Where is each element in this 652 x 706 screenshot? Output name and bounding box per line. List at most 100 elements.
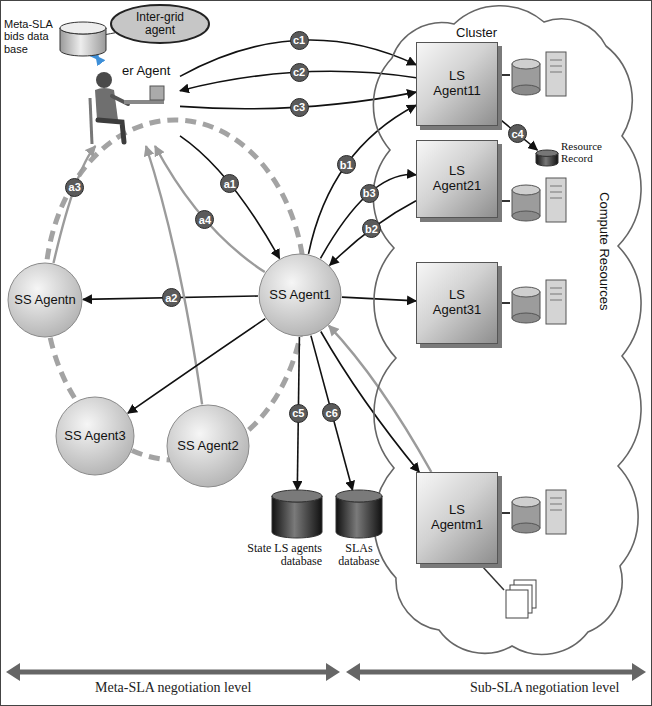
level-arrow [18,670,328,675]
arrow-head [326,663,340,681]
cylinder-top [336,490,382,502]
callout-number: c1 [290,31,309,50]
link-line [498,302,510,304]
desk [124,100,164,104]
document-stack [482,566,536,618]
torso [95,88,118,120]
callout-number: c3 [290,98,309,117]
head [96,72,112,88]
level-label: Sub-SLA negotiation level [470,680,619,696]
chair [90,98,92,144]
page [506,590,528,618]
ss-agent-circle: SS Agent1 [258,253,342,337]
database-cylinder-outline [60,22,106,56]
database-cylinder: Meta-SLA bids data base [60,22,106,56]
circle-outline [259,254,341,336]
ls-agent-box: LS Agent21 [416,140,498,218]
database-cylinder: SLAs database [336,490,382,538]
node-text: Meta-SLA bids data base [4,18,58,55]
database-cylinder: State LS agents database [272,490,322,538]
connector-arrow [329,326,432,472]
callout-number: a2 [162,288,181,307]
database-cylinder-outline [336,490,382,538]
connector-arrow [342,297,416,301]
callout-number: c4 [508,124,527,143]
circle-outline [56,397,134,475]
node-text: SS Agent2 [177,439,238,454]
ls-agent-box: LS Agent11 [416,42,498,126]
node-text: State LS agents database [230,542,322,569]
cylinder-top [536,150,558,156]
level-label: Meta-SLA negotiation level [95,680,251,696]
monitor [150,86,164,100]
connector-arrow [309,105,417,254]
ss-agent-circle: SS Agent2 [166,404,250,488]
level-arrow [358,670,634,675]
cluster-cloud: ClusterCompute Resources LS Agent11Resour… [344,6,650,658]
arrow-head [346,663,360,681]
callout-number: b1 [337,155,356,174]
ls-agent-box: LS Agentm1 [416,472,498,564]
connector-arrow [321,175,417,259]
level-arrows [6,663,646,681]
connector-arrow [498,118,537,150]
legs [98,120,124,142]
node-text: SLAs database [332,542,386,569]
ellipse-outline [111,5,209,43]
database-cylinder-outline [272,490,322,538]
node-text: LS Agentm1 [429,503,485,532]
callout-number: a4 [195,210,214,229]
callout-number: b2 [362,219,381,238]
agent-ellipse: Inter-grid agent [110,4,210,44]
server-icon [512,280,566,324]
server-icon [512,52,566,96]
ss-agent-circle: SS Agentn [7,262,83,338]
node-text: Resource Record [561,140,623,165]
cylinder-top [60,22,106,34]
node-text: LS Agent31 [429,288,485,317]
callout-number: c6 [322,403,341,422]
connector-arrow [311,336,353,490]
record-cylinder: Resource Record [536,150,558,166]
node-text: Cluster [456,26,516,40]
connector-arrow [106,33,115,35]
callout-number: a1 [220,174,239,193]
node-text: Inter-grid agent [123,11,197,38]
link-line [482,566,504,590]
connector-arrow [96,56,99,60]
node-text: er Agent [122,64,180,79]
ls-agent-box: LS Agent31 [416,262,498,344]
link-line [498,74,510,76]
node-text: SS Agentn [14,293,75,308]
connector-arrow [146,146,202,404]
user-figure [90,72,164,144]
callout-number: c5 [289,404,308,423]
link-line [498,512,510,514]
node-text: LS Agent21 [429,164,485,193]
connector-arrow [321,332,419,473]
node-text: SS Agent3 [64,429,125,444]
server-icon [512,178,566,222]
circle-outline [167,405,249,487]
node-text: LS Agent11 [429,69,485,98]
callout-number: b3 [360,184,379,203]
circle-outline [8,263,82,337]
node-text: SS Agent1 [269,288,330,303]
arrow-head [632,663,646,681]
connector-arrow [330,201,416,266]
connector-arrow [54,146,96,263]
cloud-outline [373,6,641,655]
connector-arrow [155,146,265,272]
ss-agent-circle: SS Agent3 [55,396,135,476]
cylinder-top [272,490,322,502]
connector-arrow [180,136,280,259]
server-icon [512,490,566,534]
node-text: Compute Resources [597,186,612,316]
record-cylinder-outline [536,150,558,166]
